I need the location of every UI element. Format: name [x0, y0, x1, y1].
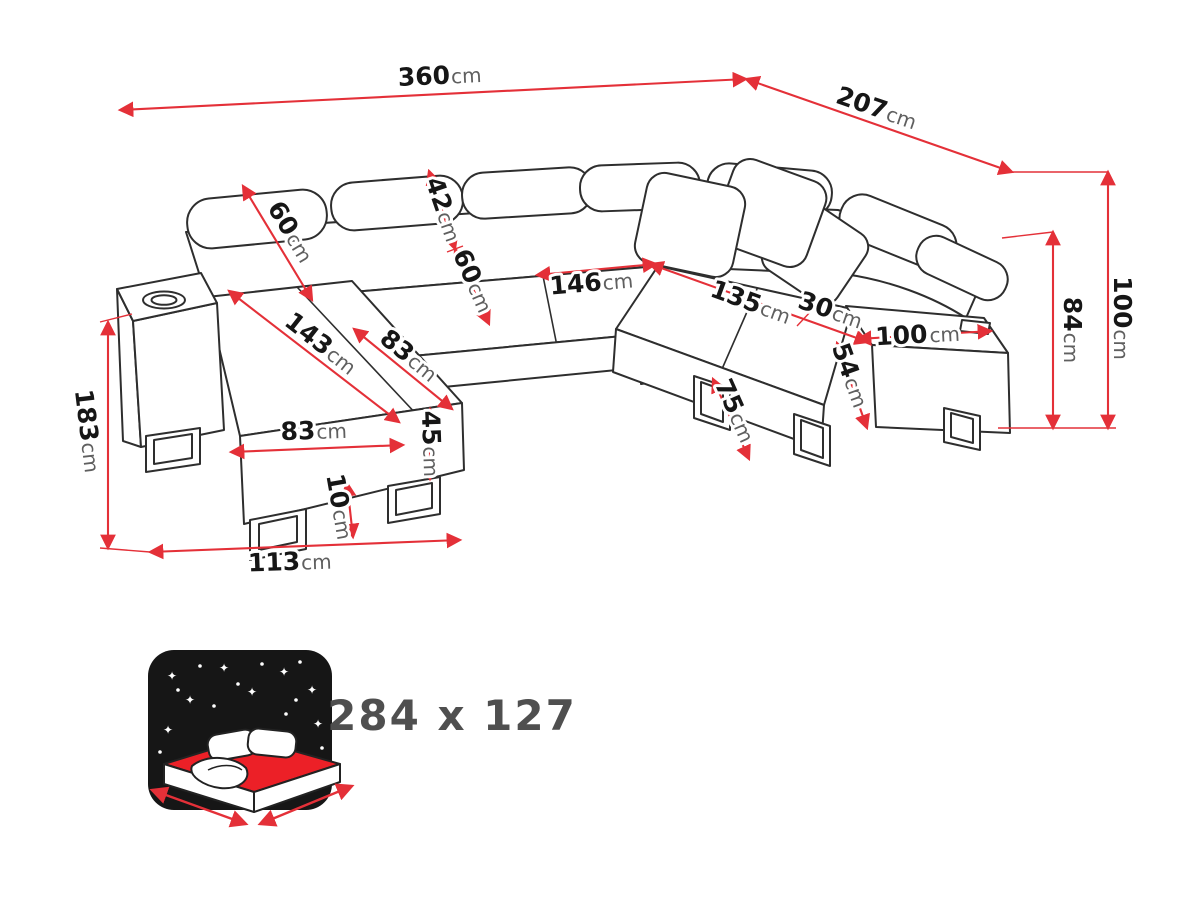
- dim-line-headrest: [425, 168, 459, 252]
- sleeping-function-icon: ✦ ✦ ✦ ✦ ✦ ✦ ✦ ✦: [148, 650, 355, 828]
- stars: ✦ ✦ ✦ ✦ ✦ ✦ ✦ ✦: [158, 660, 324, 754]
- dim-label-total-width: 360cm: [397, 59, 482, 92]
- dim-tick: [796, 309, 813, 327]
- dim-line-total-width: [117, 71, 749, 118]
- star-icon: ✦: [163, 723, 173, 737]
- star-icon: ✦: [307, 683, 317, 697]
- dim-label-side-depth: 183cm: [69, 388, 108, 475]
- star-icon: [236, 682, 240, 686]
- star-icon: ✦: [247, 685, 257, 699]
- dim-line-total-depth: [743, 75, 1015, 176]
- arm-right-front: [871, 344, 1011, 434]
- dim-line-arm-height: [834, 340, 870, 431]
- dim-label-total-height: 100cm: [1108, 276, 1137, 360]
- headrest-cushion: [461, 166, 593, 220]
- star-icon: ✦: [279, 665, 289, 679]
- sofa-leg-inner: [800, 419, 824, 459]
- seat-seam: [542, 275, 557, 342]
- dim-label-seat-center: 146cm: [548, 264, 634, 300]
- dim-line-base-width: [147, 532, 463, 560]
- dim-line-leg-span: [711, 376, 751, 462]
- dim-tick: [446, 245, 464, 253]
- star-icon: ✦: [185, 693, 195, 707]
- dim-line-back-height-left: [241, 183, 314, 303]
- star-icon: [320, 746, 324, 750]
- depth-arrow: [257, 783, 355, 827]
- dim-line-chaise-front: [228, 437, 406, 460]
- star-icon: [284, 712, 288, 716]
- star-icon: ✦: [167, 669, 177, 683]
- dim-line-seat-right: [647, 261, 871, 345]
- dim-label-back-height: 84cm: [1058, 297, 1087, 363]
- sleeping-size-label: 284 x 127: [327, 691, 577, 740]
- dim-label-arm-length: 100cm: [875, 318, 961, 351]
- dim-label-base-width: 113cm: [247, 546, 332, 578]
- headrest-cushion: [915, 234, 1009, 302]
- sofa-drawing: [116, 158, 1011, 561]
- dim-extension: [99, 313, 133, 323]
- dim-extension: [99, 547, 151, 553]
- star-icon: ✦: [219, 661, 229, 675]
- star-icon: [158, 750, 162, 754]
- dim-label-total-depth: 207cm: [832, 81, 921, 136]
- star-icon: [298, 660, 302, 664]
- width-arrow: [149, 786, 249, 828]
- star-icon: [198, 664, 202, 668]
- dim-line-back-height-center: [453, 246, 491, 327]
- star-icon: [212, 704, 216, 708]
- dimension-lines: [99, 71, 1116, 560]
- dim-label-chaise-front: 83cm: [280, 415, 347, 446]
- dim-label-seat-height: 45cm: [416, 410, 447, 477]
- star-icon: [176, 688, 180, 692]
- star-icon: [294, 698, 298, 702]
- sofa-leg-inner: [153, 433, 193, 465]
- duvet-fold: [207, 764, 243, 771]
- arm-left-front: [132, 302, 225, 448]
- sofa-leg-inner: [950, 412, 974, 444]
- dim-line-leg-height: [340, 480, 360, 540]
- dim-line-arm-length: [855, 323, 994, 347]
- star-icon: [260, 662, 264, 666]
- dim-extension: [1001, 231, 1054, 239]
- dim-line-chaise-seat: [352, 327, 454, 411]
- sofa-leg-inner: [395, 482, 433, 516]
- pillow: [246, 727, 298, 759]
- star-icon: ✦: [313, 717, 323, 731]
- dim-line-seat-center: [534, 257, 659, 282]
- cupholder-inner: [150, 294, 178, 306]
